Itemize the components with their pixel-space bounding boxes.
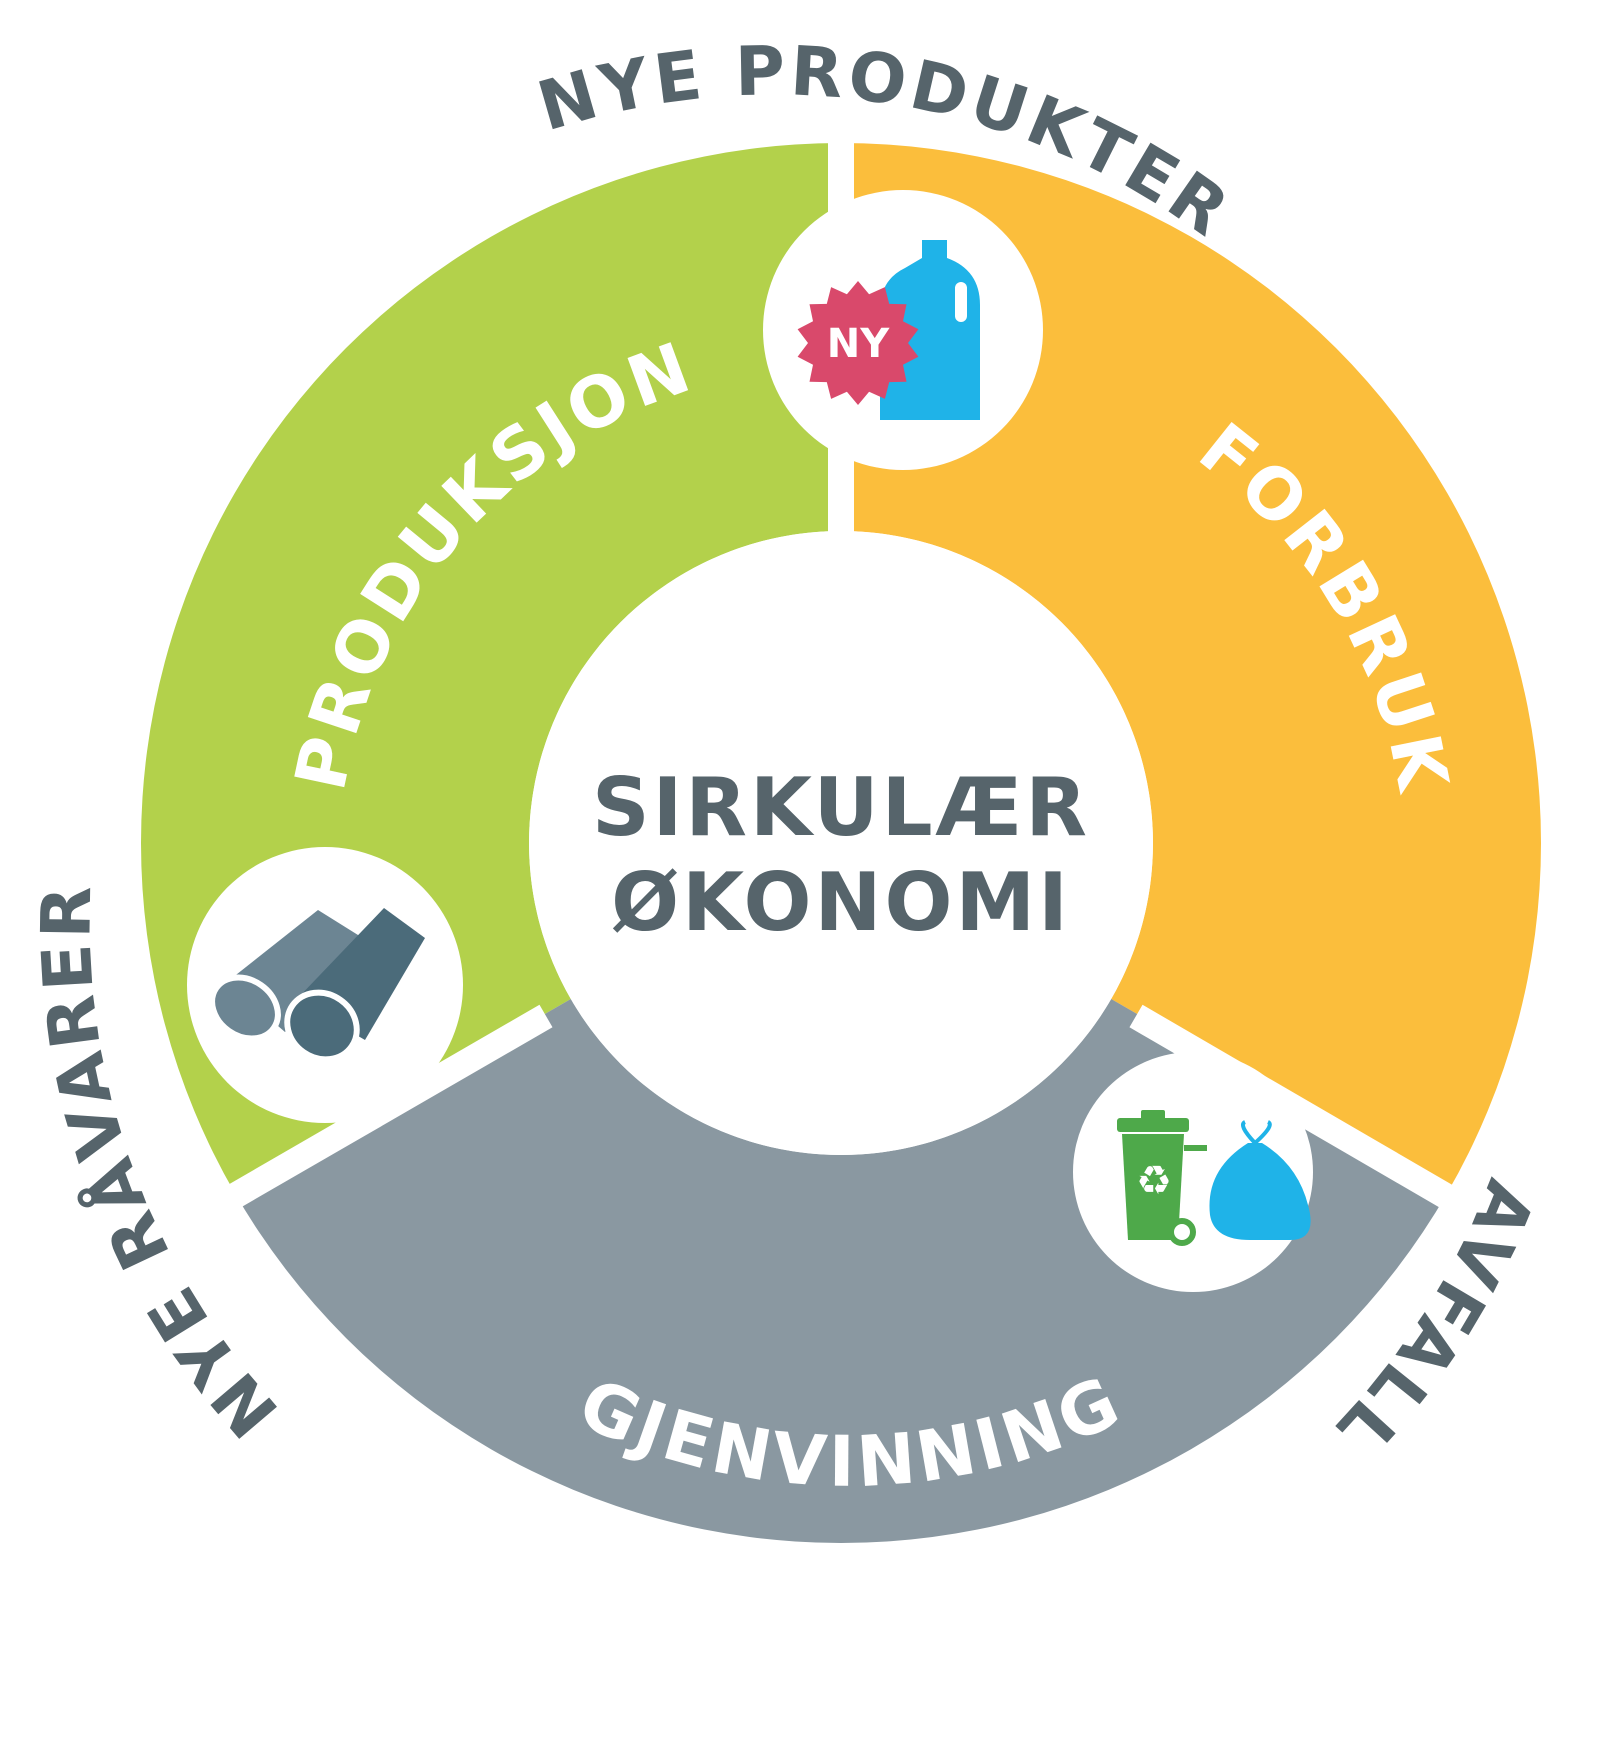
- recycle-bin-icon: ♻: [1117, 1110, 1207, 1246]
- new-badge-icon: NY: [797, 281, 919, 405]
- badge-text: NY: [827, 321, 890, 367]
- node-raw-materials: [187, 847, 463, 1123]
- pipes-icon: [209, 908, 425, 1063]
- trash-bag-icon: [1209, 1120, 1311, 1240]
- node-waste: ♻: [1073, 1052, 1313, 1292]
- recycle-icon: ♻: [1136, 1158, 1172, 1204]
- node-new-product: NY: [763, 190, 1043, 470]
- center-circle: [529, 531, 1153, 1155]
- center-title-line1: SIRKULÆR: [592, 761, 1090, 854]
- center-title-line2: ØKONOMI: [611, 856, 1071, 949]
